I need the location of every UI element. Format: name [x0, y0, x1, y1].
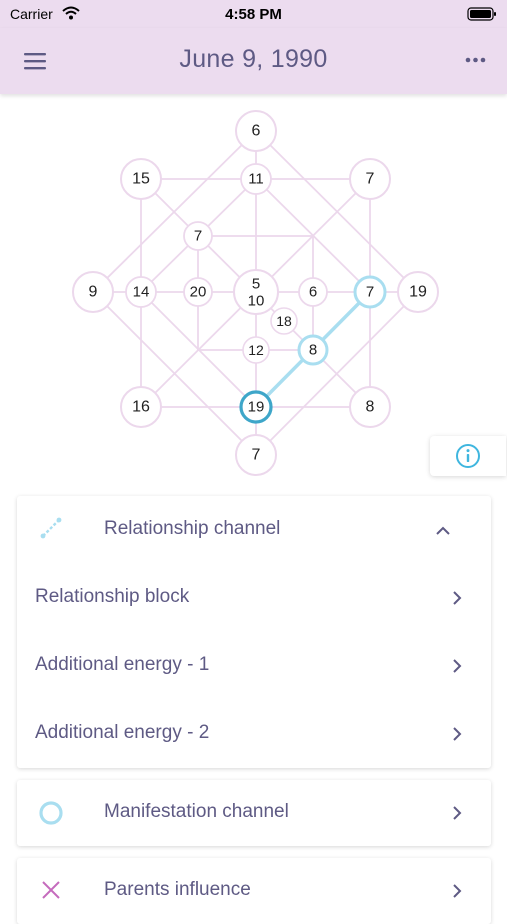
svg-text:10: 10 [248, 293, 265, 310]
additional-energy-2-item[interactable]: Additional energy - 2 [17, 700, 491, 768]
matrix-node-top-left[interactable]: 15 [120, 158, 162, 200]
svg-text:15: 15 [132, 171, 150, 188]
chevron-right-icon [451, 590, 463, 611]
matrix-node-bottom-right[interactable]: 8 [349, 386, 391, 428]
matrix-node-center[interactable]: 5 10 [233, 269, 279, 315]
page-title: June 9, 1990 [179, 45, 328, 73]
status-time: 4:58 PM [225, 6, 282, 23]
svg-text:9: 9 [89, 284, 98, 301]
relationship-channel-card: Relationship channel Relationship block … [17, 496, 491, 768]
svg-text:5: 5 [252, 276, 260, 293]
info-button[interactable] [430, 436, 506, 476]
additional-energy-1-item[interactable]: Additional energy - 1 [17, 632, 491, 700]
svg-text:14: 14 [133, 284, 150, 301]
circle-icon [38, 800, 64, 831]
svg-text:8: 8 [309, 342, 317, 359]
svg-text:7: 7 [194, 228, 202, 245]
relationship-channel-header[interactable]: Relationship channel [17, 496, 491, 564]
svg-text:18: 18 [276, 313, 292, 329]
matrix-node-top[interactable]: 6 [235, 110, 277, 152]
svg-text:20: 20 [190, 284, 207, 301]
parents-influence-row[interactable]: Parents influence [17, 858, 491, 924]
matrix-node-right[interactable]: 19 [397, 271, 439, 313]
additional-energy-1-label: Additional energy - 1 [35, 654, 210, 675]
svg-text:7: 7 [366, 171, 375, 188]
chevron-up-icon [435, 523, 451, 541]
info-icon [456, 444, 480, 468]
more-dots-icon[interactable] [463, 50, 489, 70]
svg-text:7: 7 [252, 447, 261, 464]
svg-text:7: 7 [366, 284, 374, 301]
svg-text:6: 6 [252, 123, 261, 140]
matrix-node-inner-bottom[interactable]: 19 [239, 390, 273, 424]
additional-energy-2-label: Additional energy - 2 [35, 722, 210, 743]
matrix-node-12[interactable]: 12 [242, 336, 270, 364]
matrix-node-inner-right[interactable]: 7 [353, 275, 387, 309]
matrix-node-bottom-left[interactable]: 16 [120, 386, 162, 428]
chevron-right-icon [451, 805, 463, 826]
svg-text:6: 6 [309, 284, 317, 301]
parents-influence-card[interactable]: Parents influence [17, 858, 491, 924]
matrix-node-bottom[interactable]: 7 [235, 434, 277, 476]
relationship-block-label: Relationship block [35, 586, 190, 607]
wifi-icon [62, 6, 80, 25]
svg-text:19: 19 [409, 284, 427, 301]
manifestation-channel-label: Manifestation channel [104, 801, 289, 822]
parents-influence-label: Parents influence [104, 879, 251, 900]
matrix-node-top-right[interactable]: 7 [349, 158, 391, 200]
chevron-right-icon [451, 883, 463, 904]
svg-text:8: 8 [366, 399, 375, 416]
manifestation-channel-card[interactable]: Manifestation channel [17, 780, 491, 846]
svg-text:19: 19 [248, 399, 265, 416]
carrier-label: Carrier [10, 6, 53, 22]
matrix-node-upper-left-7[interactable]: 7 [183, 221, 213, 251]
chevron-right-icon [451, 726, 463, 747]
matrix-node-18[interactable]: 18 [270, 307, 298, 335]
matrix-node-inner-left-20[interactable]: 20 [183, 277, 213, 307]
relationship-block-item[interactable]: Relationship block [17, 564, 491, 632]
relationship-line-icon [39, 516, 63, 545]
destiny-matrix: 6 15 7 9 19 5 10 16 8 7 11 14 [72, 110, 439, 476]
svg-text:11: 11 [248, 171, 264, 188]
svg-text:16: 16 [132, 399, 150, 416]
app-header: June 9, 1990 [0, 28, 507, 94]
cross-icon [40, 879, 62, 906]
matrix-node-8[interactable]: 8 [297, 334, 329, 366]
relationship-channel-label: Relationship channel [104, 518, 281, 539]
svg-text:12: 12 [248, 342, 264, 358]
status-bar: Carrier 4:58 PM [0, 0, 507, 28]
matrix-node-inner-left[interactable]: 14 [125, 276, 157, 308]
matrix-node-inner-top[interactable]: 11 [240, 163, 272, 195]
chevron-right-icon [451, 658, 463, 679]
battery-icon [467, 7, 497, 26]
matrix-node-left[interactable]: 9 [72, 271, 114, 313]
hamburger-menu-icon[interactable] [22, 50, 48, 72]
manifestation-channel-row[interactable]: Manifestation channel [17, 780, 491, 846]
matrix-node-inner-right-6[interactable]: 6 [298, 277, 328, 307]
